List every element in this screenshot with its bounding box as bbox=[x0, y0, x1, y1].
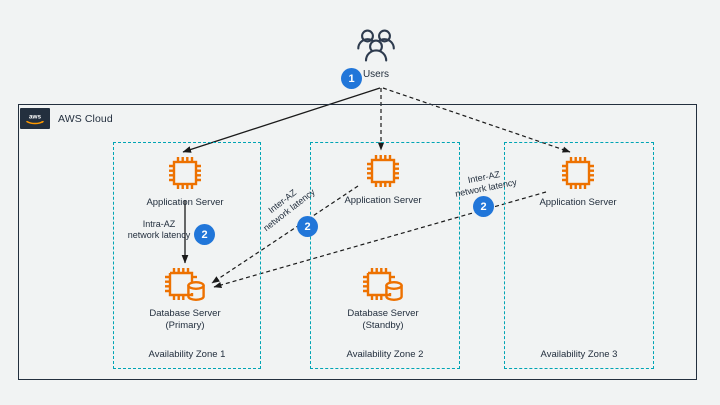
users-node: Users bbox=[336, 26, 416, 80]
az2-database-server-standby: Database Server (Standby) bbox=[333, 263, 433, 331]
chip-icon bbox=[528, 152, 628, 194]
svg-text:aws: aws bbox=[29, 113, 42, 120]
chip-icon bbox=[135, 152, 235, 194]
users-icon bbox=[336, 26, 416, 68]
intra-az-line1: Intra-AZ bbox=[142, 219, 176, 229]
az3-application-server: Application Server bbox=[528, 152, 628, 209]
az1-application-server: Application Server bbox=[135, 152, 235, 209]
aws-logo-icon: aws bbox=[20, 108, 50, 129]
chip-icon bbox=[333, 150, 433, 192]
intra-az-latency-label: Intra-AZ network latency bbox=[124, 219, 194, 241]
db-standby-line1: Database Server bbox=[347, 308, 419, 319]
az1-database-server-primary: Database Server (Primary) bbox=[135, 263, 235, 331]
badge-step-2-inter-az2: 2 bbox=[297, 216, 318, 237]
db-primary-line1: Database Server bbox=[149, 308, 221, 319]
az2-database-server-standby-label: Database Server (Standby) bbox=[333, 308, 433, 331]
aws-cloud-label: AWS Cloud bbox=[58, 112, 113, 125]
badge-step-2-intra-az: 2 bbox=[194, 224, 215, 245]
availability-zone-3-label: Availability Zone 3 bbox=[540, 349, 618, 360]
users-label: Users bbox=[362, 69, 390, 80]
chip-database-icon bbox=[333, 263, 433, 305]
db-primary-line2: (Primary) bbox=[165, 319, 205, 331]
az1-database-server-primary-label: Database Server (Primary) bbox=[135, 308, 235, 331]
aws-cloud-header: aws AWS Cloud bbox=[20, 108, 113, 129]
availability-zone-1-label: Availability Zone 1 bbox=[148, 349, 226, 360]
badge-step-1: 1 bbox=[341, 68, 362, 89]
az2-application-server: Application Server bbox=[333, 150, 433, 207]
chip-database-icon bbox=[135, 263, 235, 305]
az1-application-server-label: Application Server bbox=[146, 197, 224, 208]
db-standby-line2: (Standby) bbox=[362, 319, 404, 331]
az2-application-server-label: Application Server bbox=[344, 195, 422, 206]
intra-az-line2: network latency bbox=[127, 230, 191, 240]
badge-step-2-inter-az3: 2 bbox=[473, 196, 494, 217]
az3-application-server-label: Application Server bbox=[539, 197, 617, 208]
availability-zone-2-label: Availability Zone 2 bbox=[346, 349, 424, 360]
